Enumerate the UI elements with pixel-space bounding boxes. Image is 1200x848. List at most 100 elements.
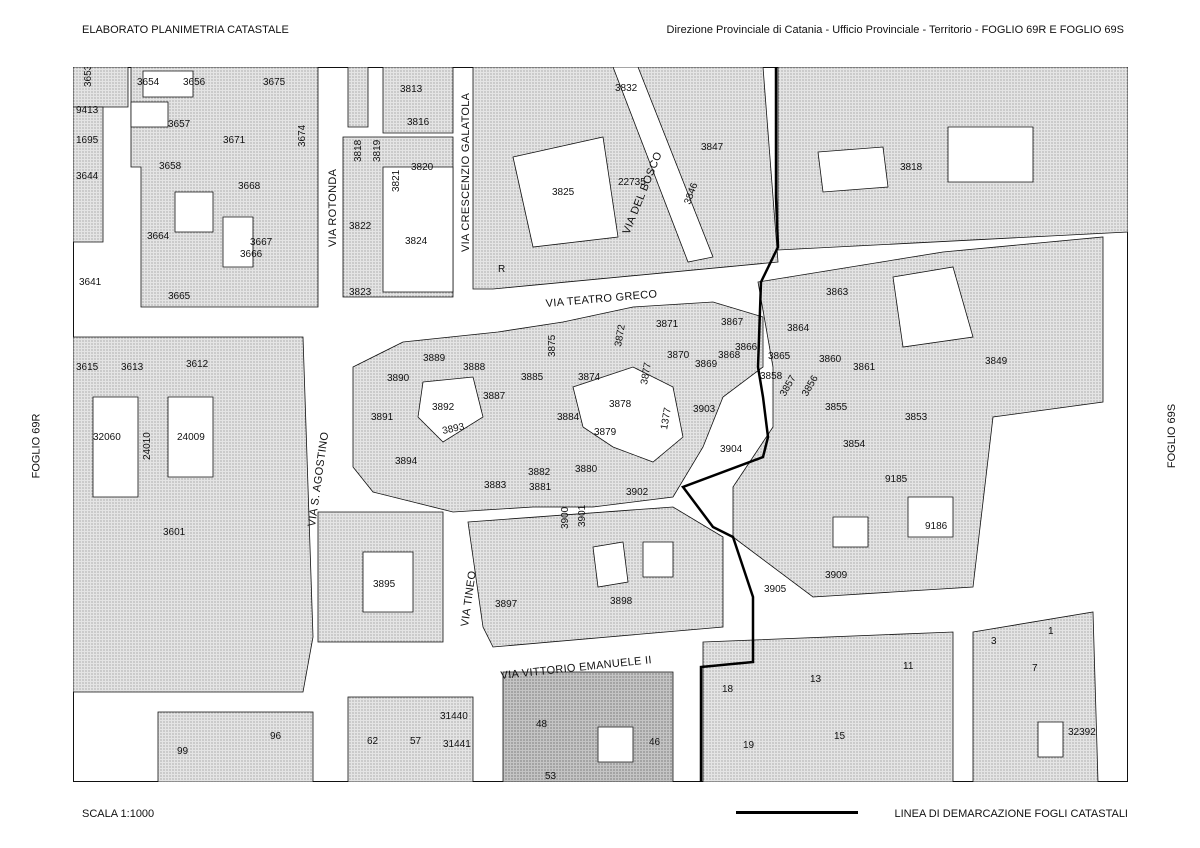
parcel-label: 1377 (659, 406, 674, 430)
parcel-label: 3895 (373, 579, 396, 590)
parcel-label: 3905 (764, 584, 787, 595)
parcel-label: 3854 (843, 439, 866, 450)
parcel-label: 3847 (701, 142, 724, 153)
cadastral-map[interactable]: VIA ROTONDA VIA CRESCENZIO GALATOLA VIA … (73, 67, 1128, 782)
parcel-label: 3667 (250, 237, 273, 248)
parcel-label: 46 (649, 737, 661, 748)
parcel-label: 3877 (639, 361, 654, 385)
parcel-label: 3868 (718, 350, 741, 361)
parcel-label: 24010 (142, 432, 153, 460)
parcel-label: 3657 (168, 119, 191, 130)
parcel-label: 3658 (159, 161, 182, 172)
parcel-label: 9413 (76, 105, 99, 116)
parcel-label: 3822 (349, 221, 372, 232)
parcel-label: 3675 (263, 77, 286, 88)
parcel-label: 3664 (147, 231, 170, 242)
parcel-label: R (498, 264, 505, 275)
parcel-label: 3883 (484, 480, 507, 491)
parcel-label: 3821 (391, 169, 402, 192)
parcel-label: 3870 (667, 350, 690, 361)
parcel-label: 3668 (238, 181, 261, 192)
parcel-label: 3860 (819, 354, 842, 365)
parcel-label: 3816 (407, 117, 430, 128)
side-label-right: FOGLIO 69S (1165, 403, 1178, 469)
parcel-label: 3879 (594, 427, 617, 438)
parcel-label: 3889 (423, 353, 446, 364)
parcel-label: 96 (270, 731, 282, 742)
parcel-label: 3612 (186, 359, 209, 370)
parcel-label: 11 (903, 661, 914, 672)
parcel-label: 99 (177, 746, 189, 757)
parcel-label: 3865 (768, 351, 791, 362)
parcel-label: 3656 (183, 77, 206, 88)
parcel-label: 32392 (1068, 727, 1096, 738)
parcel-label: 31440 (440, 711, 468, 722)
parcel-label: 18 (722, 684, 734, 695)
parcel-label: 3818 (353, 139, 364, 162)
parcel-label: 1695 (76, 135, 99, 146)
parcel-label: 3824 (405, 236, 428, 247)
parcel-label: 3819 (372, 139, 383, 162)
parcel-label: 3613 (121, 362, 144, 373)
parcel-label: 3878 (609, 399, 632, 410)
parcel-label: 3823 (349, 287, 372, 298)
parcel-label: 3875 (547, 334, 558, 357)
parcel-label: 3901 (577, 504, 588, 527)
parcel-label: 3888 (463, 362, 486, 373)
header-left-title: ELABORATO PLANIMETRIA CATASTALE (82, 24, 289, 36)
parcel-label: 3892 (432, 402, 455, 413)
parcel-label: 3671 (223, 135, 246, 146)
sheet-demarcation-line (680, 67, 780, 782)
parcel-label: 3855 (825, 402, 848, 413)
parcel-label: 3903 (693, 404, 716, 415)
parcel-label: 3601 (163, 527, 186, 538)
parcel-label: 3653 (83, 67, 94, 87)
parcel-label: 13 (810, 674, 822, 685)
parcel-label: 3880 (575, 464, 598, 475)
parcel-label: 9186 (925, 521, 948, 532)
parcel-label: 3665 (168, 291, 191, 302)
street-via-crescenzio-galatola: VIA CRESCENZIO GALATOLA (460, 92, 472, 252)
parcel-label: 48 (536, 719, 548, 730)
parcel-label: 3818 (900, 162, 923, 173)
parcel-label: 3 (991, 636, 997, 647)
parcel-label: 3893 (441, 421, 465, 436)
parcel-label: 3874 (578, 372, 601, 383)
parcel-label: 15 (834, 731, 846, 742)
parcel-label: 3881 (529, 482, 552, 493)
parcel-label: 3885 (521, 372, 544, 383)
parcel-blocks (73, 67, 1128, 782)
header-right-title: Direzione Provinciale di Catania - Uffic… (666, 24, 1124, 36)
parcel-label: 3898 (610, 596, 633, 607)
parcel-label: 3849 (985, 356, 1008, 367)
parcel-label: 3890 (387, 373, 410, 384)
parcel-label: 3825 (552, 187, 575, 198)
parcel-label: 22735 (618, 177, 646, 188)
parcel-label: 57 (410, 736, 422, 747)
parcel-label: 3871 (656, 319, 679, 330)
street-via-rotonda: VIA ROTONDA (327, 168, 339, 247)
legend-label: LINEA DI DEMARCAZIONE FOGLI CATASTALI (894, 808, 1129, 820)
parcel-label: 3858 (760, 371, 783, 382)
parcel-label: 3866 (735, 342, 758, 353)
parcel-label: 3904 (720, 444, 743, 455)
parcel-label: 3902 (626, 487, 649, 498)
parcel-label: 3654 (137, 77, 160, 88)
parcel-label: 3900 (560, 506, 571, 529)
parcel-label: 3909 (825, 570, 848, 581)
parcel-label: 3863 (826, 287, 849, 298)
parcel-label: 3869 (695, 359, 718, 370)
parcel-label: 3894 (395, 456, 418, 467)
parcel-label: 3813 (400, 84, 423, 95)
parcel-label: 32060 (93, 432, 121, 443)
parcel-label: 1 (1048, 626, 1054, 637)
parcel-label: 3867 (721, 317, 744, 328)
parcel-label: 3887 (483, 391, 506, 402)
parcel-label: 3882 (528, 467, 551, 478)
parcel-label: 3832 (615, 83, 638, 94)
parcel-label: 3872 (613, 323, 628, 347)
parcel-label: 53 (545, 771, 557, 782)
parcel-label: 24009 (177, 432, 205, 443)
parcel-label: 3674 (297, 124, 308, 147)
parcel-label: 19 (743, 740, 755, 751)
